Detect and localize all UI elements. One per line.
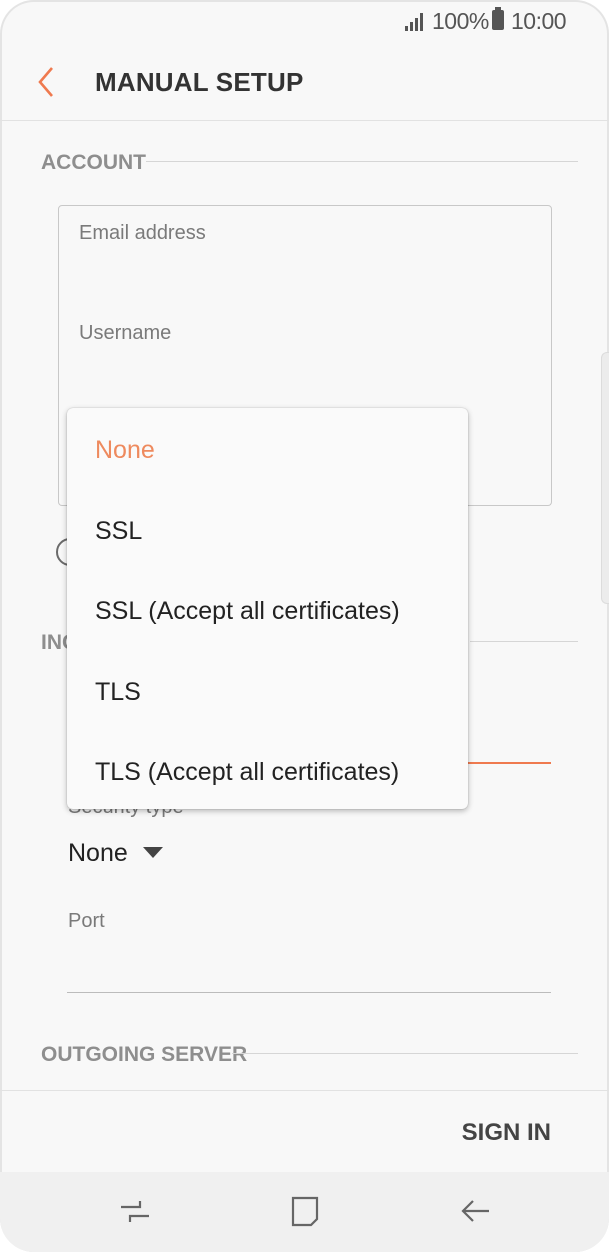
nav-back-icon — [461, 1200, 489, 1222]
home-icon — [291, 1196, 319, 1227]
page-title: MANUAL SETUP — [95, 67, 304, 97]
security-type-menu: None SSL SSL (Accept all certificates) T… — [67, 408, 468, 809]
status-bar: 100% 10:00 — [0, 0, 609, 42]
menu-item-none[interactable]: None — [95, 436, 155, 464]
sign-in-button[interactable]: SIGN IN — [461, 1119, 551, 1146]
port-field[interactable] — [67, 992, 551, 993]
home-button[interactable] — [285, 1194, 325, 1230]
section-divider — [470, 641, 578, 642]
menu-item-tls[interactable]: TLS — [95, 678, 141, 706]
username-field-label: Username — [79, 322, 172, 344]
menu-item-ssl[interactable]: SSL — [95, 517, 143, 545]
recent-apps-icon — [121, 1201, 149, 1222]
menu-item-tls-accept-all[interactable]: TLS (Accept all certificates) — [95, 758, 400, 786]
recent-apps-button[interactable] — [115, 1194, 155, 1230]
battery-icon — [492, 7, 504, 30]
nav-back-button[interactable] — [455, 1194, 495, 1230]
outgoing-section-header: OUTGOING SERVER — [41, 1043, 248, 1066]
clock: 10:00 — [511, 8, 567, 34]
back-arrow-icon — [38, 67, 53, 97]
section-divider — [146, 161, 578, 162]
bottom-action-bar: SIGN IN — [0, 1090, 609, 1173]
security-type-dropdown[interactable]: None — [68, 839, 128, 867]
email-field-label: Email address — [79, 222, 206, 244]
back-button[interactable] — [30, 62, 66, 102]
account-section-header: ACCOUNT — [41, 151, 146, 174]
email-field[interactable]: Email address — [58, 205, 552, 307]
side-scroll-edge — [601, 352, 609, 604]
port-label: Port — [68, 910, 105, 932]
battery-percent: 100% — [432, 8, 489, 34]
username-field[interactable]: Username — [58, 305, 552, 407]
signal-icon — [405, 13, 423, 31]
app-bar: MANUAL SETUP — [0, 42, 609, 121]
menu-item-ssl-accept-all[interactable]: SSL (Accept all certificates) — [95, 597, 400, 625]
dropdown-triangle-icon[interactable] — [143, 847, 163, 858]
section-divider — [232, 1053, 578, 1054]
system-nav-bar — [0, 1172, 609, 1252]
